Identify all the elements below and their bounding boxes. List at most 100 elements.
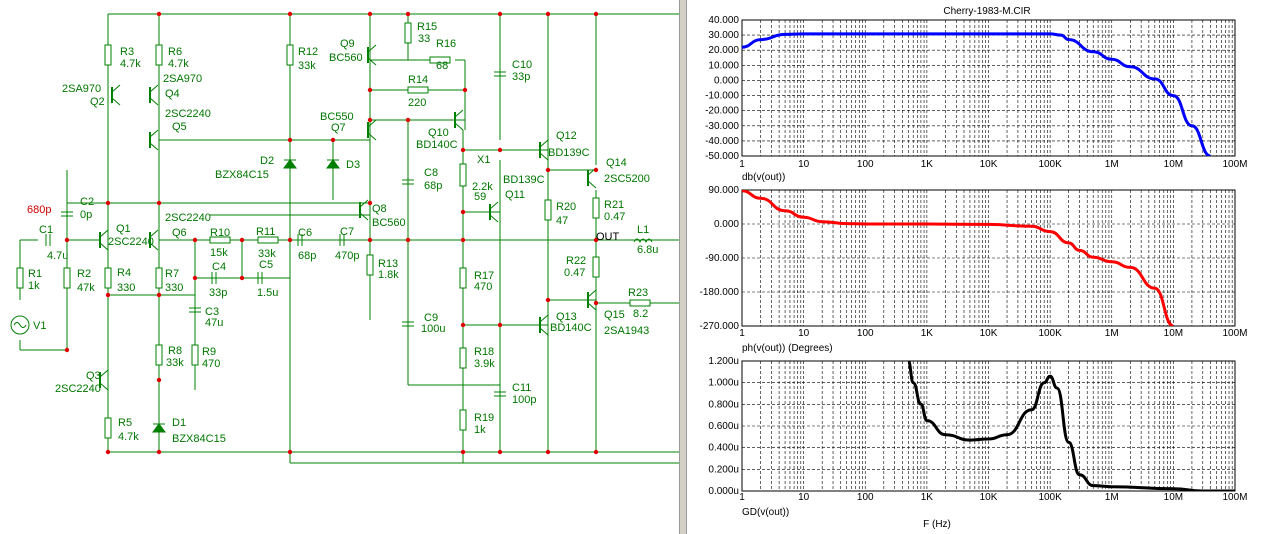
component-label: R5 (118, 417, 132, 429)
node-dot (287, 137, 293, 143)
node-dot (405, 11, 411, 17)
node-dot (545, 167, 551, 173)
node-dot (192, 275, 198, 281)
node-dot (460, 322, 466, 328)
node-dot (330, 137, 336, 143)
x-tick-label: 1K (921, 492, 934, 503)
component-label: R3 (120, 46, 134, 58)
component-label: 2.2k (472, 181, 493, 193)
component-label: R15 (417, 21, 437, 33)
component-label: 4.7u (47, 250, 68, 262)
x-tick-label: 1M (1105, 328, 1119, 339)
component-label: C10 (512, 59, 532, 71)
node-dot (545, 11, 551, 17)
node-dot (64, 347, 70, 353)
node-dot (156, 377, 162, 383)
component-label: C1 (39, 224, 53, 236)
x-tick-label: 10 (798, 492, 810, 503)
transistor-lead (359, 199, 369, 208)
node-dot (593, 237, 599, 243)
component-label: Q6 (172, 227, 187, 239)
resistor (366, 254, 374, 276)
resistor (404, 22, 412, 44)
resistor (191, 344, 199, 366)
component-label: Q15 (604, 309, 625, 321)
component-label: 2SA1943 (604, 325, 649, 337)
component-label: L1 (637, 224, 649, 236)
y-tick-label: -50.000 (705, 151, 739, 162)
y-tick-label: -30.000 (705, 121, 739, 132)
component-label: R18 (474, 346, 494, 358)
component-label: X1 (477, 154, 490, 166)
schematic-canvas[interactable]: R34.7kR64.7k2SA970Q22SA970Q42SC2240Q5R12… (0, 0, 679, 534)
splitter[interactable] (679, 0, 687, 534)
resistor (592, 256, 600, 278)
component-label: Q13 (556, 311, 577, 323)
component-label: C8 (424, 167, 438, 179)
component-label: Q11 (505, 189, 525, 201)
component-label: Q8 (372, 203, 387, 215)
x-tick-label: 100K (1038, 328, 1062, 339)
component-label: 33p (209, 287, 227, 299)
series-label: GD(v(out)) (742, 507, 789, 518)
component-label: BZX84C15 (215, 169, 269, 181)
x-tick-label: 100 (857, 159, 874, 170)
x-tick-label: 10K (980, 159, 998, 170)
y-tick-label: 20.000 (708, 45, 739, 56)
node-dot (460, 209, 466, 215)
node-dot (239, 275, 245, 281)
node-dot (287, 11, 293, 17)
component-label: 100u (421, 323, 445, 335)
node-dot (367, 11, 373, 17)
analysis-plots: Cherry-1983-M.CIR40.00030.00020.00010.00… (700, 6, 1248, 530)
node-dot (593, 300, 599, 306)
component-label: 15k (210, 247, 228, 259)
component-label: 680p (27, 204, 51, 216)
component-label: BZX84C15 (172, 433, 226, 445)
node-dot (105, 200, 111, 206)
component-label: Q1 (116, 223, 131, 235)
transistor-lead (539, 327, 549, 336)
y-tick-label: 0.000 (714, 219, 739, 230)
y-tick-label: -270.000 (700, 321, 740, 332)
component-label: R11 (256, 226, 275, 238)
component-label: Q12 (556, 130, 577, 142)
node-dot (156, 292, 162, 298)
node-dot (105, 292, 111, 298)
x-tick-label: 100K (1038, 159, 1062, 170)
transistor-lead (149, 142, 159, 151)
component-label: R21 (604, 199, 624, 211)
transistor-lead (149, 129, 159, 138)
component-label: D2 (260, 155, 274, 167)
series-line (906, 361, 1235, 491)
x-tick-label: 1 (739, 492, 745, 503)
component-label: Q3 (86, 370, 101, 382)
component-label: R17 (474, 270, 494, 282)
node-dot (593, 167, 599, 173)
component-label: 33 (418, 33, 430, 45)
node-dot (367, 237, 373, 243)
component-label: 100p (512, 394, 536, 406)
component-label: 470p (335, 250, 359, 262)
potentiometer (459, 163, 467, 187)
y-tick-label: 0.000u (708, 486, 739, 497)
component-label: 33k (298, 60, 316, 72)
node-dot (593, 11, 599, 17)
series-label: ph(v(out)) (Degrees) (742, 343, 833, 354)
component-label: D3 (346, 159, 360, 171)
component-label: 47k (77, 282, 95, 294)
component-label: 330 (165, 282, 183, 294)
component-label: 3.9k (474, 358, 495, 370)
component-label: Q9 (340, 38, 355, 50)
x-tick-label: 10K (980, 328, 998, 339)
resistor (459, 409, 467, 431)
transistor-lead (539, 139, 549, 148)
node-dot (460, 147, 466, 153)
y-tick-label: 40.000 (708, 15, 739, 26)
y-tick-label: 1.000u (708, 378, 739, 389)
resistor (16, 267, 24, 289)
component-label: R8 (168, 345, 182, 357)
resistor (104, 267, 112, 289)
zener-diode (152, 423, 166, 433)
